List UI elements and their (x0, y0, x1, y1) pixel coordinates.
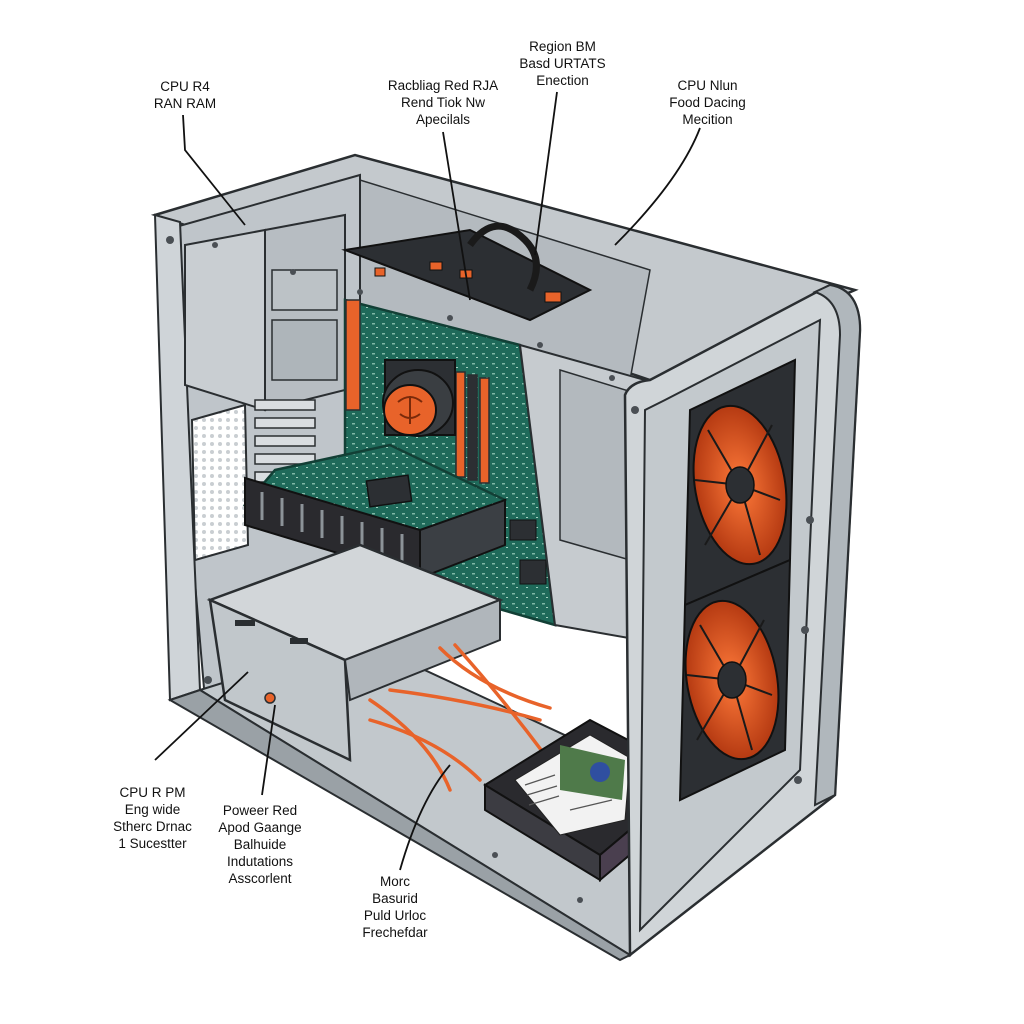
callout-cpu-nlun: CPU Nlun Food Dacing Mecition (669, 78, 746, 127)
callout-top-center: Racbliag Red RJA Rend Tiok Nw Apecilals (387, 78, 499, 127)
motherboard-connector (345, 299, 361, 411)
leader-line-bottom-center-left (261, 704, 276, 796)
graphics-card-chip (365, 474, 413, 508)
callout-cpu-rpm: CPU R PM Eng wide Stherc Drnac 1 Sucestt… (113, 785, 192, 851)
front-panel-bezel (812, 283, 862, 807)
case-screws (166, 236, 814, 903)
drive-bay-upper (184, 228, 266, 412)
leader-line-top-left (182, 114, 246, 226)
callout-leader-lines (154, 91, 701, 871)
callout-morc: Morc Basurid Puld Urloc Frechefdar (362, 874, 428, 940)
cpu-cooler-icon (382, 359, 456, 437)
leader-line-bottom-center (399, 764, 451, 871)
power-supply-icon (206, 543, 504, 763)
case-fan-icon (678, 558, 792, 802)
leader-line-top-right (614, 127, 701, 246)
callout-cpu-ram: CPU R4 RAN RAM (153, 79, 217, 111)
callout-power-red: Poweer Red Apod Gaange Balhuide Indutati… (218, 803, 302, 886)
leader-line-bottom-left (154, 671, 249, 761)
leader-line-top-right-center (534, 91, 558, 256)
drive-bay-slot (271, 269, 338, 311)
drive-bay-slot (271, 319, 338, 381)
case-fan-icon (683, 358, 797, 607)
case-inner-partition-shade (559, 368, 633, 561)
ram-sticks (455, 371, 490, 484)
top-cable-loop (467, 222, 540, 292)
callout-region-bm: Region BM Basd URTATS Enection (519, 39, 606, 88)
leader-line-top-center (442, 131, 471, 301)
orange-cables (368, 643, 552, 792)
mesh-vent (190, 403, 250, 562)
